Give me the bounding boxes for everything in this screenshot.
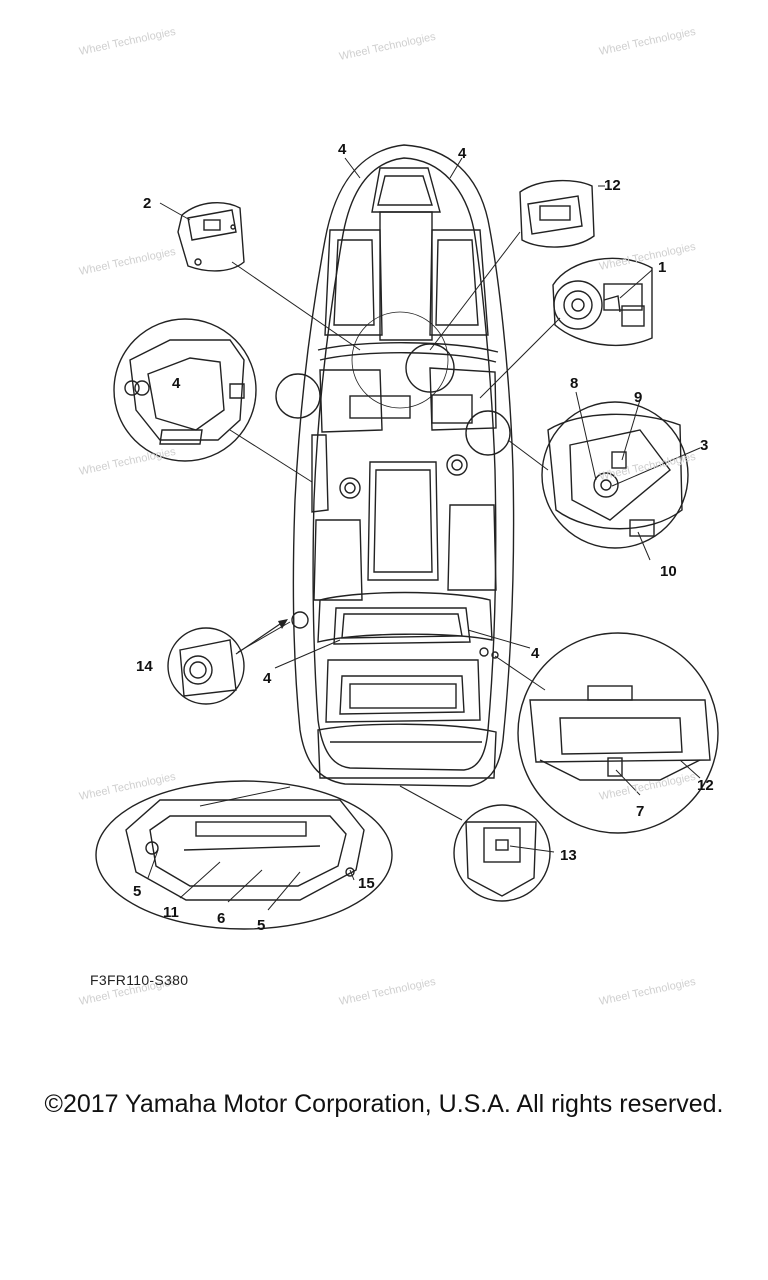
callout-4: 4 <box>263 670 272 687</box>
callout-9: 9 <box>634 389 642 406</box>
detail-3-console-view <box>541 401 689 549</box>
detail-12-top-view <box>519 179 595 248</box>
callout-15: 15 <box>358 875 375 892</box>
callout-4: 4 <box>172 375 181 392</box>
callout-11: 11 <box>163 904 179 921</box>
callout-4: 4 <box>338 141 347 158</box>
callout-3: 3 <box>700 437 708 454</box>
figure-code: F3FR110-S380 <box>90 972 189 988</box>
detail-1-helm-view <box>552 257 653 347</box>
callout-8: 8 <box>570 375 578 392</box>
detail-14-cap-view <box>167 627 245 705</box>
callout-2: 2 <box>143 195 151 212</box>
copyright-notice: ©2017 Yamaha Motor Corporation, U.S.A. A… <box>44 1090 724 1118</box>
svg-text:Wheel Technologies: Wheel Technologies <box>598 26 697 58</box>
svg-text:Wheel Technologies: Wheel Technologies <box>78 246 177 278</box>
detail-5-storage-view <box>95 780 393 930</box>
svg-text:Wheel Technologies: Wheel Technologies <box>78 446 177 478</box>
boat-hull <box>275 144 515 787</box>
detail-13-transom-view <box>453 804 551 902</box>
callout-5: 5 <box>133 883 141 900</box>
callout-14: 14 <box>136 658 153 675</box>
svg-text:Wheel Technologies: Wheel Technologies <box>598 451 697 483</box>
callout-12: 12 <box>697 777 714 794</box>
arrow-to-hull <box>235 619 288 655</box>
detail-4-left-view <box>113 318 257 462</box>
callout-6: 6 <box>217 910 225 927</box>
detail-12-stern-view <box>517 632 719 834</box>
callout-4: 4 <box>458 145 467 162</box>
leader-lines <box>147 157 701 911</box>
svg-text:Wheel Technologies: Wheel Technologies <box>598 241 697 273</box>
callout-10: 10 <box>660 563 677 580</box>
callouts: 4 4 2 12 1 4 8 9 3 10 14 4 4 12 7 13 15 … <box>133 141 714 934</box>
svg-text:Wheel Technologies: Wheel Technologies <box>598 976 697 1008</box>
callout-4: 4 <box>531 645 540 662</box>
svg-text:Wheel Technologies: Wheel Technologies <box>338 976 437 1008</box>
callout-12: 12 <box>604 177 621 194</box>
callout-5: 5 <box>257 917 265 934</box>
callout-13: 13 <box>560 847 577 864</box>
svg-text:Wheel Technologies: Wheel Technologies <box>78 771 177 803</box>
detail-2-view <box>177 201 245 272</box>
svg-text:Wheel Technologies: Wheel Technologies <box>338 31 437 63</box>
callout-7: 7 <box>636 803 644 820</box>
callout-1: 1 <box>658 259 666 276</box>
svg-text:Wheel Technologies: Wheel Technologies <box>78 26 177 58</box>
